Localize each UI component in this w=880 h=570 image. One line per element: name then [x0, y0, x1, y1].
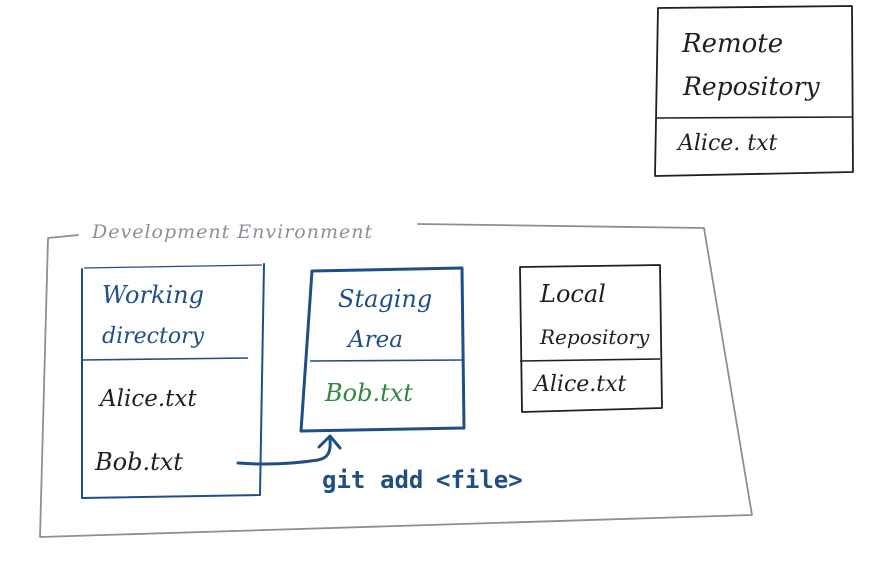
staging-area-title-line1: Staging: [338, 285, 432, 313]
development-environment-label: Development Environment: [91, 221, 373, 243]
development-environment: Development Environment: [39, 221, 753, 538]
command-git: git: [322, 466, 365, 494]
remote-repository-box: Remote Repository Alice. txt: [654, 5, 854, 177]
working-directory-box: Working directory Alice.txt Bob.txt: [81, 263, 265, 499]
git-add-arrow-line: [236, 438, 332, 466]
development-environment-border: [39, 223, 753, 538]
local-repository-title-line1: Local: [539, 280, 606, 308]
remote-repository-divider: [655, 116, 854, 119]
working-directory-file-alice: Alice.txt: [98, 386, 197, 412]
local-repository-border: [519, 264, 663, 413]
staging-area-border: [299, 266, 466, 433]
local-repository-title-line2: Repository: [539, 325, 650, 349]
command-add: add: [380, 466, 423, 494]
staging-area-box: Staging Area Bob.txt: [299, 266, 466, 433]
local-repository-divider: [519, 358, 661, 362]
remote-title-line1: Remote: [681, 29, 783, 59]
staging-area-file-bob: Bob.txt: [324, 379, 413, 407]
remote-repository-border: [654, 5, 854, 177]
remote-title-line2: Repository: [682, 72, 821, 101]
working-directory-border: [81, 263, 265, 499]
working-directory-title-line1: Working: [102, 281, 204, 309]
command-file-argument: <file>: [436, 466, 523, 494]
staging-area-divider: [309, 359, 463, 362]
local-repository-box: Local Repository Alice.txt: [519, 264, 663, 413]
working-directory-title-line2: directory: [102, 324, 205, 349]
working-directory-file-bob: Bob.txt: [94, 448, 183, 476]
working-directory-top-edge: [83, 264, 263, 269]
git-add-arrow-head: [317, 434, 342, 450]
remote-file-alice: Alice. txt: [676, 131, 778, 156]
git-add-command: git add <file>: [322, 466, 523, 494]
git-add-arrow: [236, 434, 342, 466]
working-directory-divider: [81, 357, 249, 361]
staging-area-title-line2: Area: [346, 327, 403, 353]
local-repository-file-alice: Alice.txt: [532, 372, 627, 397]
